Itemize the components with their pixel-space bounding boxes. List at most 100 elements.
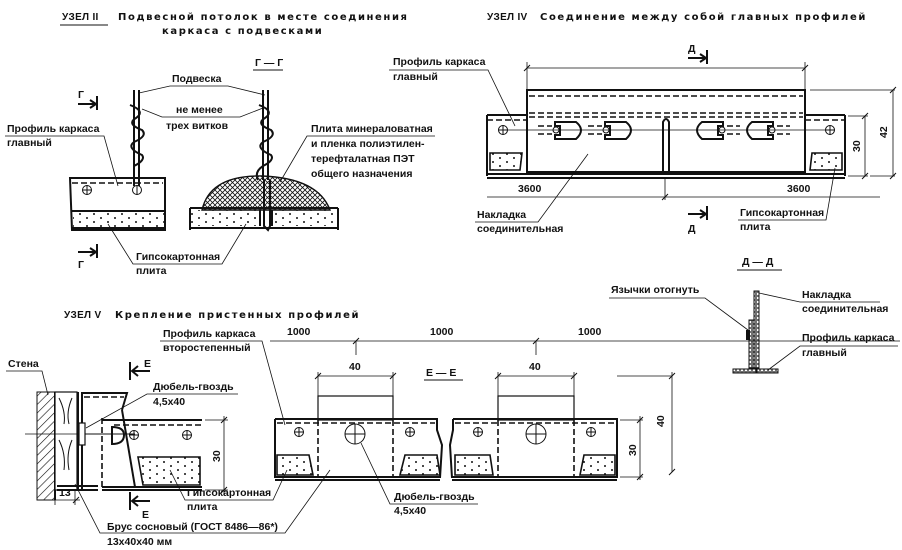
svg-text:Дюбель-гвоздь: Дюбель-гвоздь [153, 381, 234, 393]
section-marker-g-top: Г [78, 89, 98, 110]
section-dd-profile [732, 290, 779, 374]
callout-overlay-node4: Накладка соединительная [475, 153, 589, 235]
callout-dowel-ee: Дюбель-гвоздь 4,5х40 [360, 442, 478, 517]
callout-turns: не менее трех витков [141, 104, 264, 132]
svg-text:трех витков: трех витков [166, 120, 229, 132]
svg-text:Г: Г [78, 89, 84, 101]
section-gg-label: Г — Г [255, 57, 283, 69]
callout-wall: Стена [6, 358, 49, 396]
node5-label: УЗЕЛ V [64, 310, 101, 321]
callout-profile-dd: Профиль каркаса главный [767, 332, 898, 371]
svg-text:Профиль каркаса: Профиль каркаса [393, 56, 486, 68]
callout-overlay-dd: Накладка соединительная [758, 289, 888, 315]
callout-tabs: Язычки отогнуть [609, 284, 749, 331]
svg-text:плита: плита [136, 265, 167, 277]
node4-title-text: Соединение между собой главных профилей [540, 11, 867, 23]
node2-title-line1: Подвесной потолок в месте соединения [118, 12, 409, 23]
svg-text:Брус сосновый (ГОСТ 8486—86*): Брус сосновый (ГОСТ 8486—86*) [107, 521, 278, 533]
svg-text:терефталатная ПЭТ: терефталатная ПЭТ [311, 153, 415, 165]
section-marker-e-bottom: Е [129, 492, 150, 521]
svg-text:Язычки отогнуть: Язычки отогнуть [611, 284, 700, 296]
svg-text:Накладка: Накладка [477, 209, 526, 221]
section-ee-profile-left [274, 395, 444, 481]
dim-40-ee: 40 [655, 415, 667, 427]
svg-text:второстепенный: второстепенный [163, 342, 251, 354]
svg-text:4,5х40: 4,5х40 [394, 505, 426, 517]
callout-gypsum-node5: Гипсокартонная плита [169, 469, 288, 513]
dim-1000-2: 1000 [430, 326, 454, 338]
node2-label: УЗЕЛ II [62, 12, 99, 23]
svg-text:Накладка: Накладка [802, 289, 851, 301]
callout-dowel-node5: Дюбель-гвоздь 4,5х40 [85, 381, 238, 429]
svg-text:Дюбель-гвоздь: Дюбель-гвоздь [394, 491, 475, 503]
dim-13: 13 [59, 487, 71, 499]
node2-right-section [189, 175, 339, 232]
svg-text:плита: плита [740, 221, 771, 233]
svg-text:Стена: Стена [8, 358, 39, 370]
svg-text:Гипсокартонная: Гипсокартонная [136, 251, 220, 263]
svg-text:не менее: не менее [176, 104, 223, 116]
svg-text:Подвеска: Подвеска [172, 73, 222, 85]
section-ee-profile-right [448, 395, 618, 481]
svg-text:общего назначения: общего назначения [311, 168, 412, 180]
svg-text:Г: Г [78, 259, 84, 271]
dim-40-1: 40 [349, 361, 361, 373]
svg-text:и пленка полиэтилен-: и пленка полиэтилен- [311, 138, 425, 150]
svg-text:Е: Е [144, 358, 151, 370]
dim-42: 42 [878, 126, 890, 138]
callout-gypsum-node4: Гипсокартонная плита [738, 167, 836, 233]
svg-text:соединительная: соединительная [477, 223, 563, 235]
dim-30-node5: 30 [211, 450, 223, 462]
dim-3600-right: 3600 [787, 183, 811, 195]
callout-mineral-wool: Плита минераловатная и пленка полиэтилен… [279, 123, 435, 183]
dim-30-ee: 30 [627, 444, 639, 456]
node5-dimensions: 30 13 [54, 416, 228, 505]
svg-text:Д: Д [688, 43, 696, 55]
svg-text:Гипсокартонная: Гипсокартонная [187, 487, 271, 499]
callout-pine-beam: Брус сосновый (ГОСТ 8486—86*) 13х40х40 м… [74, 469, 331, 548]
node4-dimensions: 3600 3600 30 42 [487, 86, 897, 201]
dim-30-node4: 30 [851, 140, 863, 152]
hanger-right [255, 90, 274, 181]
node5-title: УЗЕЛ V Крепление пристенных профилей [64, 309, 360, 321]
svg-text:13х40х40 мм: 13х40х40 мм [107, 536, 172, 548]
section-ee-dimensions: 1000 1000 1000 40 40 30 40 [270, 326, 900, 481]
svg-text:Профиль каркаса: Профиль каркаса [163, 328, 256, 340]
svg-text:главный: главный [7, 137, 52, 149]
section-marker-d-top: Д [688, 43, 708, 64]
callout-profile-secondary: Профиль каркаса второстепенный [160, 328, 286, 426]
dim-3600-left: 3600 [518, 183, 542, 195]
svg-text:Профиль каркаса: Профиль каркаса [802, 332, 895, 344]
dim-1000-1: 1000 [287, 326, 311, 338]
callout-gypsum-node2: Гипсокартонная плита [107, 223, 247, 277]
svg-text:Гипсокартонная: Гипсокартонная [740, 207, 824, 219]
svg-text:главный: главный [393, 71, 438, 83]
section-dd-label: Д — Д [742, 256, 774, 268]
callout-profile-main: Профиль каркаса главный [5, 123, 119, 187]
node2-title-line2: каркаса с подвесками [162, 26, 323, 37]
node4-profiles [486, 114, 846, 179]
node2-left-profile [68, 177, 166, 231]
svg-text:Д: Д [688, 223, 696, 235]
section-marker-g-bottom: Г [78, 244, 98, 271]
node5-wall [25, 391, 120, 501]
svg-text:Е: Е [142, 509, 149, 521]
node2-title: УЗЕЛ II Подвесной потолок в месте соедин… [60, 12, 409, 37]
section-ee-label: Е — Е [426, 367, 456, 379]
svg-text:соединительная: соединительная [802, 303, 888, 315]
callout-profile-main-node4: Профиль каркаса главный [389, 56, 516, 127]
callout-hanger: Подвеска [138, 73, 266, 96]
node4-overlay-plate [508, 89, 825, 173]
dim-1000-3: 1000 [578, 326, 602, 338]
svg-text:4,5х40: 4,5х40 [153, 396, 185, 408]
hanger-left [129, 90, 145, 186]
svg-text:главный: главный [802, 347, 847, 359]
node5-title-text: Крепление пристенных профилей [115, 309, 360, 321]
node4-title: УЗЕЛ IV Соединение между собой главных п… [487, 11, 867, 23]
svg-text:Плита минераловатная: Плита минераловатная [311, 123, 433, 135]
dim-40-2: 40 [529, 361, 541, 373]
svg-text:Профиль каркаса: Профиль каркаса [7, 123, 100, 135]
node5-profile [78, 392, 202, 491]
section-marker-e-top: Е [129, 358, 151, 380]
